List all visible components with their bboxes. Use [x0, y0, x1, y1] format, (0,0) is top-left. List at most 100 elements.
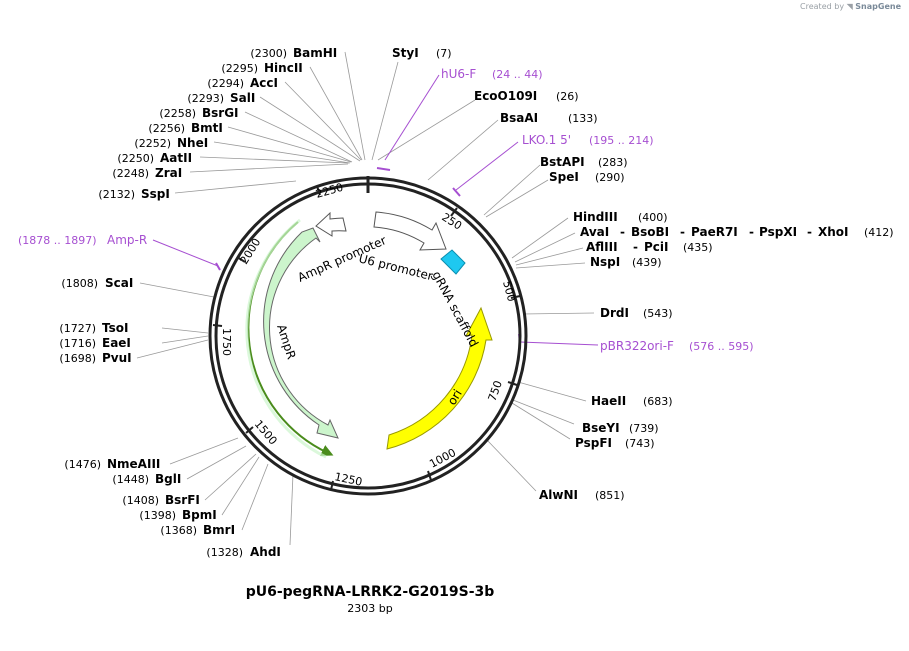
enzyme-name: HaeII — [591, 394, 626, 408]
enzyme-separator: - — [633, 240, 638, 254]
enzyme-name: BseYI — [582, 421, 620, 435]
enzyme-position: (1808) — [61, 277, 98, 290]
feature-label-u6-promoter: U6 promoter — [357, 251, 434, 283]
leader-lines — [136, 51, 595, 546]
u6-promoter-feature — [373, 211, 447, 251]
enzyme-name: ScaI — [105, 276, 133, 290]
enzyme-name: DrdI — [600, 306, 629, 320]
enzyme-name: BstAPI — [540, 155, 585, 169]
tick-label: 750 — [486, 379, 505, 403]
enzyme-name: EaeI — [102, 336, 131, 350]
enzyme-position: (1398) — [139, 509, 176, 522]
enzyme-position: (683) — [643, 395, 673, 408]
enzyme-name: PvuI — [102, 351, 132, 365]
enzyme-name: BsaAI — [500, 111, 538, 125]
enzyme-name: XhoI — [818, 225, 849, 239]
enzyme-name: BsrFI — [165, 493, 200, 507]
enzyme-position: (290) — [595, 171, 625, 184]
enzyme-position: (739) — [629, 422, 659, 435]
plasmid-name: pU6-pegRNA-LRRK2-G2019S-3b — [245, 584, 495, 600]
grna-scaffold-feature — [440, 249, 466, 275]
enzyme-name: BglI — [155, 472, 181, 486]
enzyme-position: (439) — [632, 256, 662, 269]
enzyme-position: (1448) — [112, 473, 149, 486]
enzyme-name: AhdI — [250, 545, 281, 559]
ori-feature — [386, 306, 493, 450]
enzyme-name: ZraI — [155, 166, 182, 180]
features — [245, 211, 493, 459]
enzyme-position: (2248) — [112, 167, 149, 180]
enzyme-name: BsoBI — [631, 225, 669, 239]
enzyme-separator: - — [680, 225, 685, 239]
enzyme-name: HindIII — [573, 210, 618, 224]
feature-label-ampr: AmpR — [274, 323, 298, 361]
plasmid-size: 2303 bp — [347, 602, 393, 615]
enzyme-name: PciI — [644, 240, 669, 254]
enzyme-position: (1698) — [59, 352, 96, 365]
enzyme-position: (412) — [864, 226, 894, 239]
tick-label: 1750 — [220, 328, 233, 356]
ampr-promoter-feature — [315, 211, 347, 237]
enzyme-name: SalI — [230, 91, 255, 105]
enzyme-position: (2295) — [221, 62, 258, 75]
enzyme-name: SpeI — [549, 170, 579, 184]
enzyme-position: (435) — [683, 241, 713, 254]
enzyme-position: (2132) — [98, 188, 135, 201]
enzyme-name: NspI — [590, 255, 620, 269]
enzyme-name: SspI — [141, 187, 170, 201]
primer-range: (24 .. 44) — [492, 68, 543, 81]
enzyme-name: AatII — [160, 151, 192, 165]
enzyme-name: AflIII — [586, 240, 618, 254]
primer-range: (195 .. 214) — [589, 134, 654, 147]
feature-label-grna-scaffold: gRNA scaffold — [429, 269, 481, 349]
enzyme-labels-right: StyI (7) EcoO109I (26) BsaAI (133) BstAP… — [392, 46, 894, 502]
enzyme-separator: - — [807, 225, 812, 239]
scale-ticks — [212, 185, 521, 491]
enzyme-name: PspFI — [575, 436, 612, 450]
enzyme-position: (7) — [436, 47, 452, 60]
enzyme-position: (133) — [568, 112, 598, 125]
enzyme-name: BamHI — [293, 46, 337, 60]
primer-name: hU6-F — [441, 67, 476, 81]
enzyme-name: BmrI — [203, 523, 235, 537]
enzyme-name: PspXI — [759, 225, 797, 239]
snapgene-logo-icon: ◥ — [846, 2, 853, 11]
enzyme-name: BmtI — [191, 121, 223, 135]
primer-range: (576 .. 595) — [689, 340, 754, 353]
enzyme-position: (1328) — [206, 546, 243, 559]
enzyme-name: AlwNI — [539, 488, 578, 502]
enzyme-position: (2258) — [159, 107, 196, 120]
enzyme-position: (2300) — [250, 47, 287, 60]
enzyme-position: (26) — [556, 90, 579, 103]
snapgene-watermark: Created by ◥ SnapGene — [800, 2, 901, 11]
enzyme-position: (743) — [625, 437, 655, 450]
enzyme-name: AvaI — [580, 225, 609, 239]
enzyme-name: BpmI — [182, 508, 217, 522]
enzyme-name: TsoI — [102, 321, 128, 335]
enzyme-position: (543) — [643, 307, 673, 320]
tick-label: 1250 — [333, 470, 363, 489]
enzyme-name: StyI — [392, 46, 419, 60]
enzyme-separator: - — [749, 225, 754, 239]
enzyme-name: BsrGI — [202, 106, 239, 120]
ampr-feature — [263, 227, 339, 439]
tick-label: 2250 — [314, 181, 344, 201]
enzyme-position: (1716) — [59, 337, 96, 350]
primer-name: pBR322ori-F — [600, 339, 674, 353]
enzyme-position: (1368) — [160, 524, 197, 537]
enzyme-labels-left: (2300) BamHI (2295) HincII (2294) AccI (… — [59, 46, 337, 559]
watermark-prefix: Created by — [800, 2, 845, 11]
tick-label: 1500 — [252, 418, 280, 448]
enzyme-name: NmeAIII — [107, 457, 160, 471]
enzyme-position: (1727) — [59, 322, 96, 335]
enzyme-position: (2294) — [207, 77, 244, 90]
watermark-brand: SnapGene — [855, 2, 901, 11]
enzyme-name: PaeR7I — [691, 225, 738, 239]
enzyme-position: (2252) — [134, 137, 171, 150]
enzyme-position: (283) — [598, 156, 628, 169]
primer-name: LKO.1 5' — [522, 133, 571, 147]
enzyme-position: (2250) — [117, 152, 154, 165]
primer-name: Amp-R — [107, 233, 147, 247]
enzyme-position: (1476) — [64, 458, 101, 471]
